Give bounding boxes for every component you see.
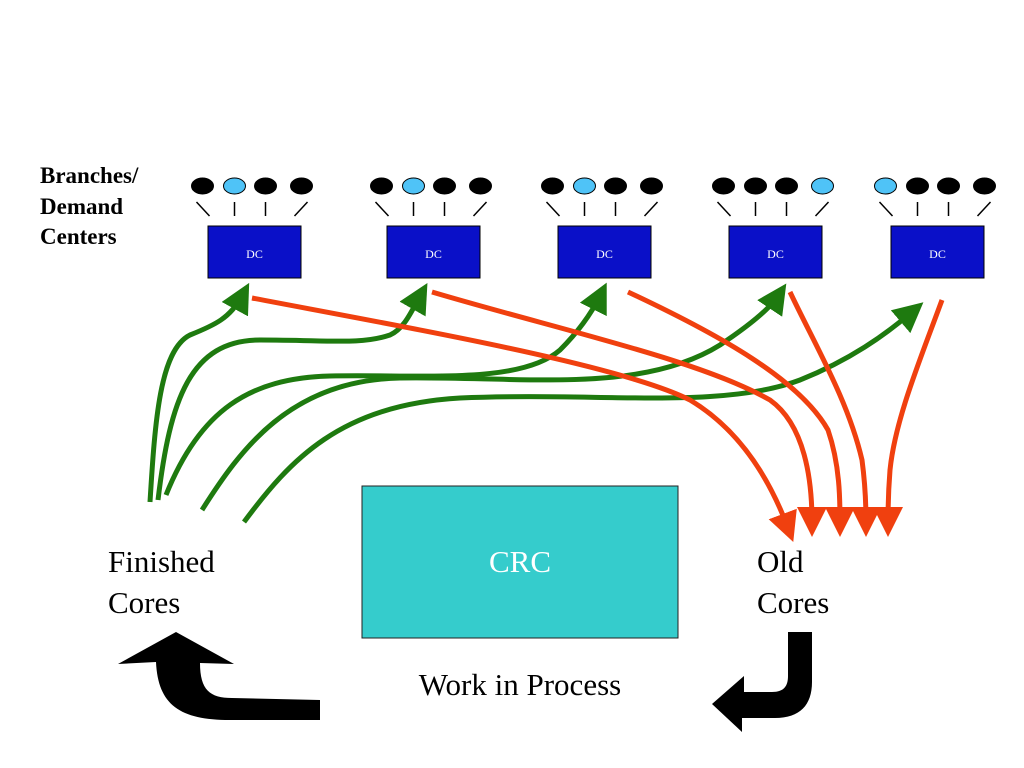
work-in-process-label: Work in Process: [419, 667, 621, 702]
demand-center-1: DC: [191, 177, 313, 279]
return-arrow-dc-3: [626, 289, 855, 537]
branches-demand-centers-label: Branches/ Demand Centers: [40, 163, 139, 249]
supply-arrow-dc-5: [241, 302, 924, 524]
crc-rect: [361, 485, 679, 639]
return-arrow-dc-4: [787, 290, 881, 537]
finished-cores-label: Finished Cores: [108, 544, 215, 620]
branches-label-line-1: Branches/: [40, 163, 139, 188]
branch-link: [976, 201, 992, 217]
dc-label: DC: [425, 247, 442, 261]
dc-box: [728, 225, 823, 279]
branch-node: [370, 177, 393, 195]
branch-node: [541, 177, 564, 195]
demand-center-5: DC: [874, 177, 996, 279]
branch-node: [973, 177, 996, 195]
branch-link: [643, 201, 659, 217]
finished-cores-line-2: Cores: [108, 585, 180, 620]
return-arrows: [251, 289, 945, 543]
return-arrow-dc-2: [431, 289, 827, 537]
supply-arrow-dc-4: [199, 283, 787, 512]
branch-node: [937, 177, 960, 195]
dc-box: [890, 225, 985, 279]
branches-label-line-2: Demand: [40, 194, 123, 219]
branch-node: [433, 177, 456, 195]
finished-cores-line-1: Finished: [108, 544, 215, 579]
dc-box: [207, 225, 302, 279]
branch-node: [254, 177, 277, 195]
branch-node: [191, 177, 214, 195]
branch-link: [716, 201, 732, 217]
cycle-arrows: [118, 632, 812, 732]
cycle-arrow-from-old-cores: [712, 632, 812, 732]
branch-node: [744, 177, 767, 195]
branch-link: [472, 201, 488, 217]
branch-node: [874, 177, 897, 195]
branch-node: [906, 177, 929, 195]
demand-center-4: DC: [712, 177, 834, 279]
branch-node: [223, 177, 246, 195]
branches-label-line-3: Centers: [40, 224, 117, 249]
supply-arrow-dc-1: [147, 282, 250, 503]
branch-link: [374, 201, 390, 217]
branch-node: [573, 177, 596, 195]
dc-box: [386, 225, 481, 279]
branch-node: [604, 177, 627, 195]
old-cores-label: Old Cores: [757, 544, 829, 620]
branch-link: [293, 201, 309, 217]
dc-label: DC: [596, 247, 613, 261]
demand-center-2: DC: [370, 177, 492, 279]
branch-node: [775, 177, 798, 195]
branch-link: [878, 201, 894, 217]
branch-node: [712, 177, 735, 195]
dc-label: DC: [929, 247, 946, 261]
old-cores-line-2: Cores: [757, 585, 829, 620]
demand-centers: DC DC DC DC DC: [191, 177, 996, 279]
demand-center-3: DC: [541, 177, 663, 279]
branch-node: [811, 177, 834, 195]
crc-label: CRC: [489, 544, 551, 579]
dc-label: DC: [246, 247, 263, 261]
crc-box: CRC: [361, 485, 679, 639]
branch-link: [814, 201, 830, 217]
return-arrow-dc-5: [873, 299, 945, 537]
return-arrow-dc-1: [251, 295, 797, 543]
old-cores-line-1: Old: [757, 544, 804, 579]
branch-node: [290, 177, 313, 195]
branch-node: [469, 177, 492, 195]
branch-link: [545, 201, 561, 217]
dc-box: [557, 225, 652, 279]
branch-link: [195, 201, 211, 217]
dc-label: DC: [767, 247, 784, 261]
branch-node: [402, 177, 425, 195]
cycle-arrow-to-finished-cores: [118, 632, 320, 720]
branch-node: [640, 177, 663, 195]
